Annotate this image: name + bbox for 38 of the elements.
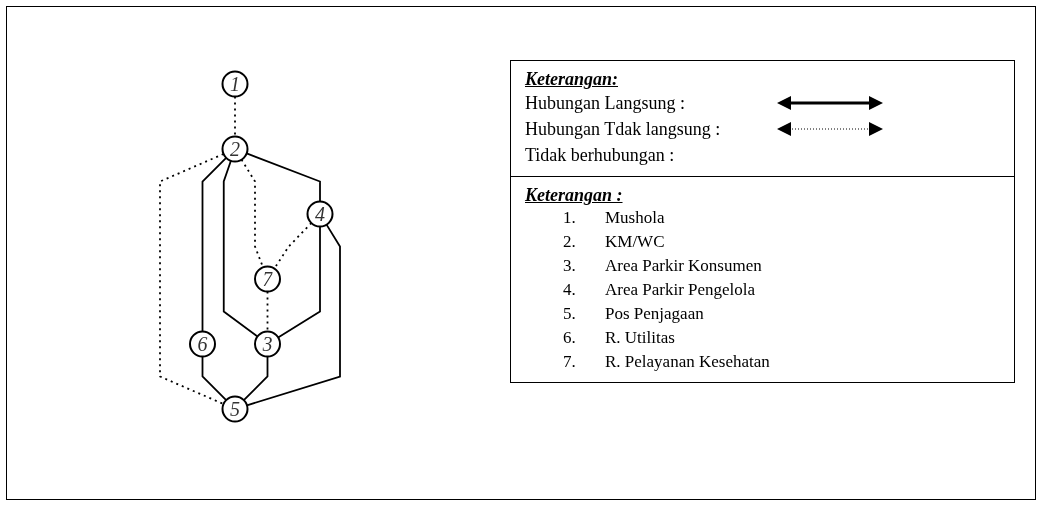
node-circle: 5 (221, 395, 249, 422)
connector (222, 159, 259, 337)
list-text: Mushola (605, 208, 665, 228)
list-number: 1. (563, 208, 577, 228)
list-text: Area Parkir Pengelola (605, 280, 756, 300)
connector (201, 156, 228, 332)
connector (246, 223, 341, 406)
connector (266, 290, 269, 332)
node-circle: 2 (221, 135, 249, 162)
connector (234, 95, 236, 137)
connector (159, 152, 225, 405)
list-text: R. Utilitas (605, 328, 675, 348)
list-number: 7. (563, 352, 577, 372)
list-number: 6. (563, 328, 577, 348)
node-circle: 7 (254, 265, 281, 292)
connector (240, 158, 264, 268)
connector (242, 355, 269, 401)
list-text: Pos Penjagaan (605, 304, 704, 324)
key-heading: Keterangan : (525, 185, 623, 206)
legend-heading: Keterangan: (525, 69, 618, 90)
list-number: 2. (563, 232, 577, 252)
node-circle: 6 (189, 330, 216, 357)
legend-text: Tidak berhubungan : (525, 144, 676, 166)
connector (277, 225, 321, 338)
node-circle: 1 (221, 70, 249, 97)
list-number: 5. (563, 304, 577, 324)
list-text: Area Parkir Konsumen (605, 256, 762, 276)
list-number: 3. (563, 256, 577, 276)
list-text: R. Pelayanan Kesehatan (605, 352, 770, 372)
connector (201, 355, 228, 401)
legend-text: Hubungan Tdak langsung : (525, 118, 722, 140)
connector (245, 152, 321, 202)
legend-text: Hubungan Langsung : (525, 92, 686, 114)
list-text: KM/WC (605, 232, 665, 252)
node-circle: 4 (306, 200, 334, 227)
list-number: 4. (563, 280, 577, 300)
connector (273, 221, 313, 269)
node-circle: 3 (254, 330, 281, 357)
